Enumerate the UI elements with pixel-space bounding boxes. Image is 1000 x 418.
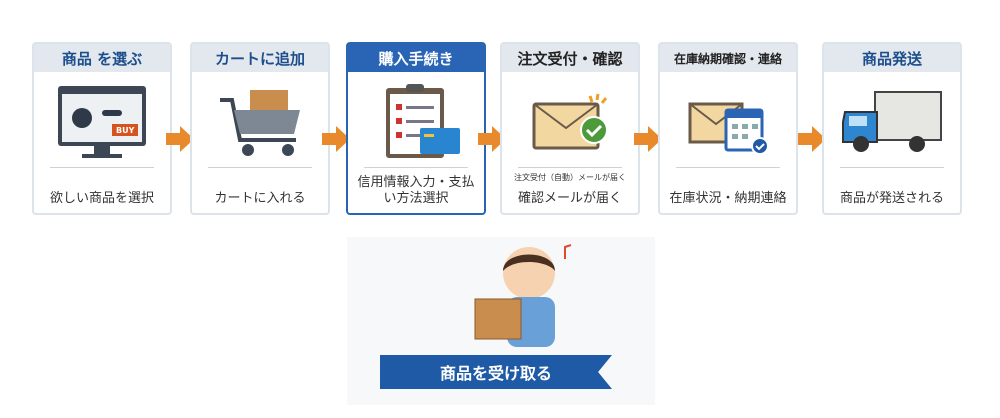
step-title: カートに追加 <box>192 44 328 72</box>
mail-calendar-icon <box>660 80 796 162</box>
receive-product-banner: 商品を受け取る <box>380 355 612 389</box>
monitor-shop-icon: BUY <box>34 80 170 162</box>
step-caption: 欲しい商品を選択 <box>49 191 154 206</box>
divider <box>676 167 780 168</box>
divider <box>50 167 154 168</box>
step-caption: カートに入れる <box>214 191 306 206</box>
step-stock-delivery-contact: 在庫納期確認・連絡 在庫状況・納期連絡 <box>658 42 798 215</box>
step-caption: 信用情報入力・支払い方法選択 <box>357 175 475 206</box>
divider <box>518 167 622 168</box>
step-title: 商品 を選ぶ <box>34 44 170 72</box>
divider <box>840 167 944 168</box>
step-checkout: 購入手続き 信用情報入力・支払い方法選択 <box>346 42 486 215</box>
step-order-confirmation: 注文受付・確認 注文受付（自動）メールが届く 確認メールが届く <box>500 42 640 215</box>
shopping-cart-icon <box>192 80 328 162</box>
step-shipping: 商品発送 商品が発送される <box>822 42 962 215</box>
step-caption: 商品が発送される <box>839 191 944 206</box>
divider <box>364 167 468 168</box>
mail-check-icon <box>502 80 638 162</box>
step-title: 購入手続き <box>348 44 484 72</box>
truck-icon <box>824 80 960 162</box>
step-caption: 在庫状況・納期連絡 <box>669 191 787 206</box>
step-title: 在庫納期確認・連絡 <box>660 44 796 72</box>
clipboard-card-icon <box>348 80 484 162</box>
step-subcaption: 注文受付（自動）メールが届く <box>514 173 626 182</box>
step-title: 注文受付・確認 <box>502 44 638 72</box>
person-with-box-icon <box>474 244 572 347</box>
step-add-to-cart: カートに追加 カートに入れる <box>190 42 330 215</box>
step-select-product: 商品 を選ぶ BUY 欲しい商品を選択 <box>32 42 172 215</box>
svg-text:BUY: BUY <box>116 126 135 135</box>
step-title: 商品発送 <box>824 44 960 72</box>
step-caption: 確認メールが届く <box>517 191 622 206</box>
divider <box>208 167 312 168</box>
